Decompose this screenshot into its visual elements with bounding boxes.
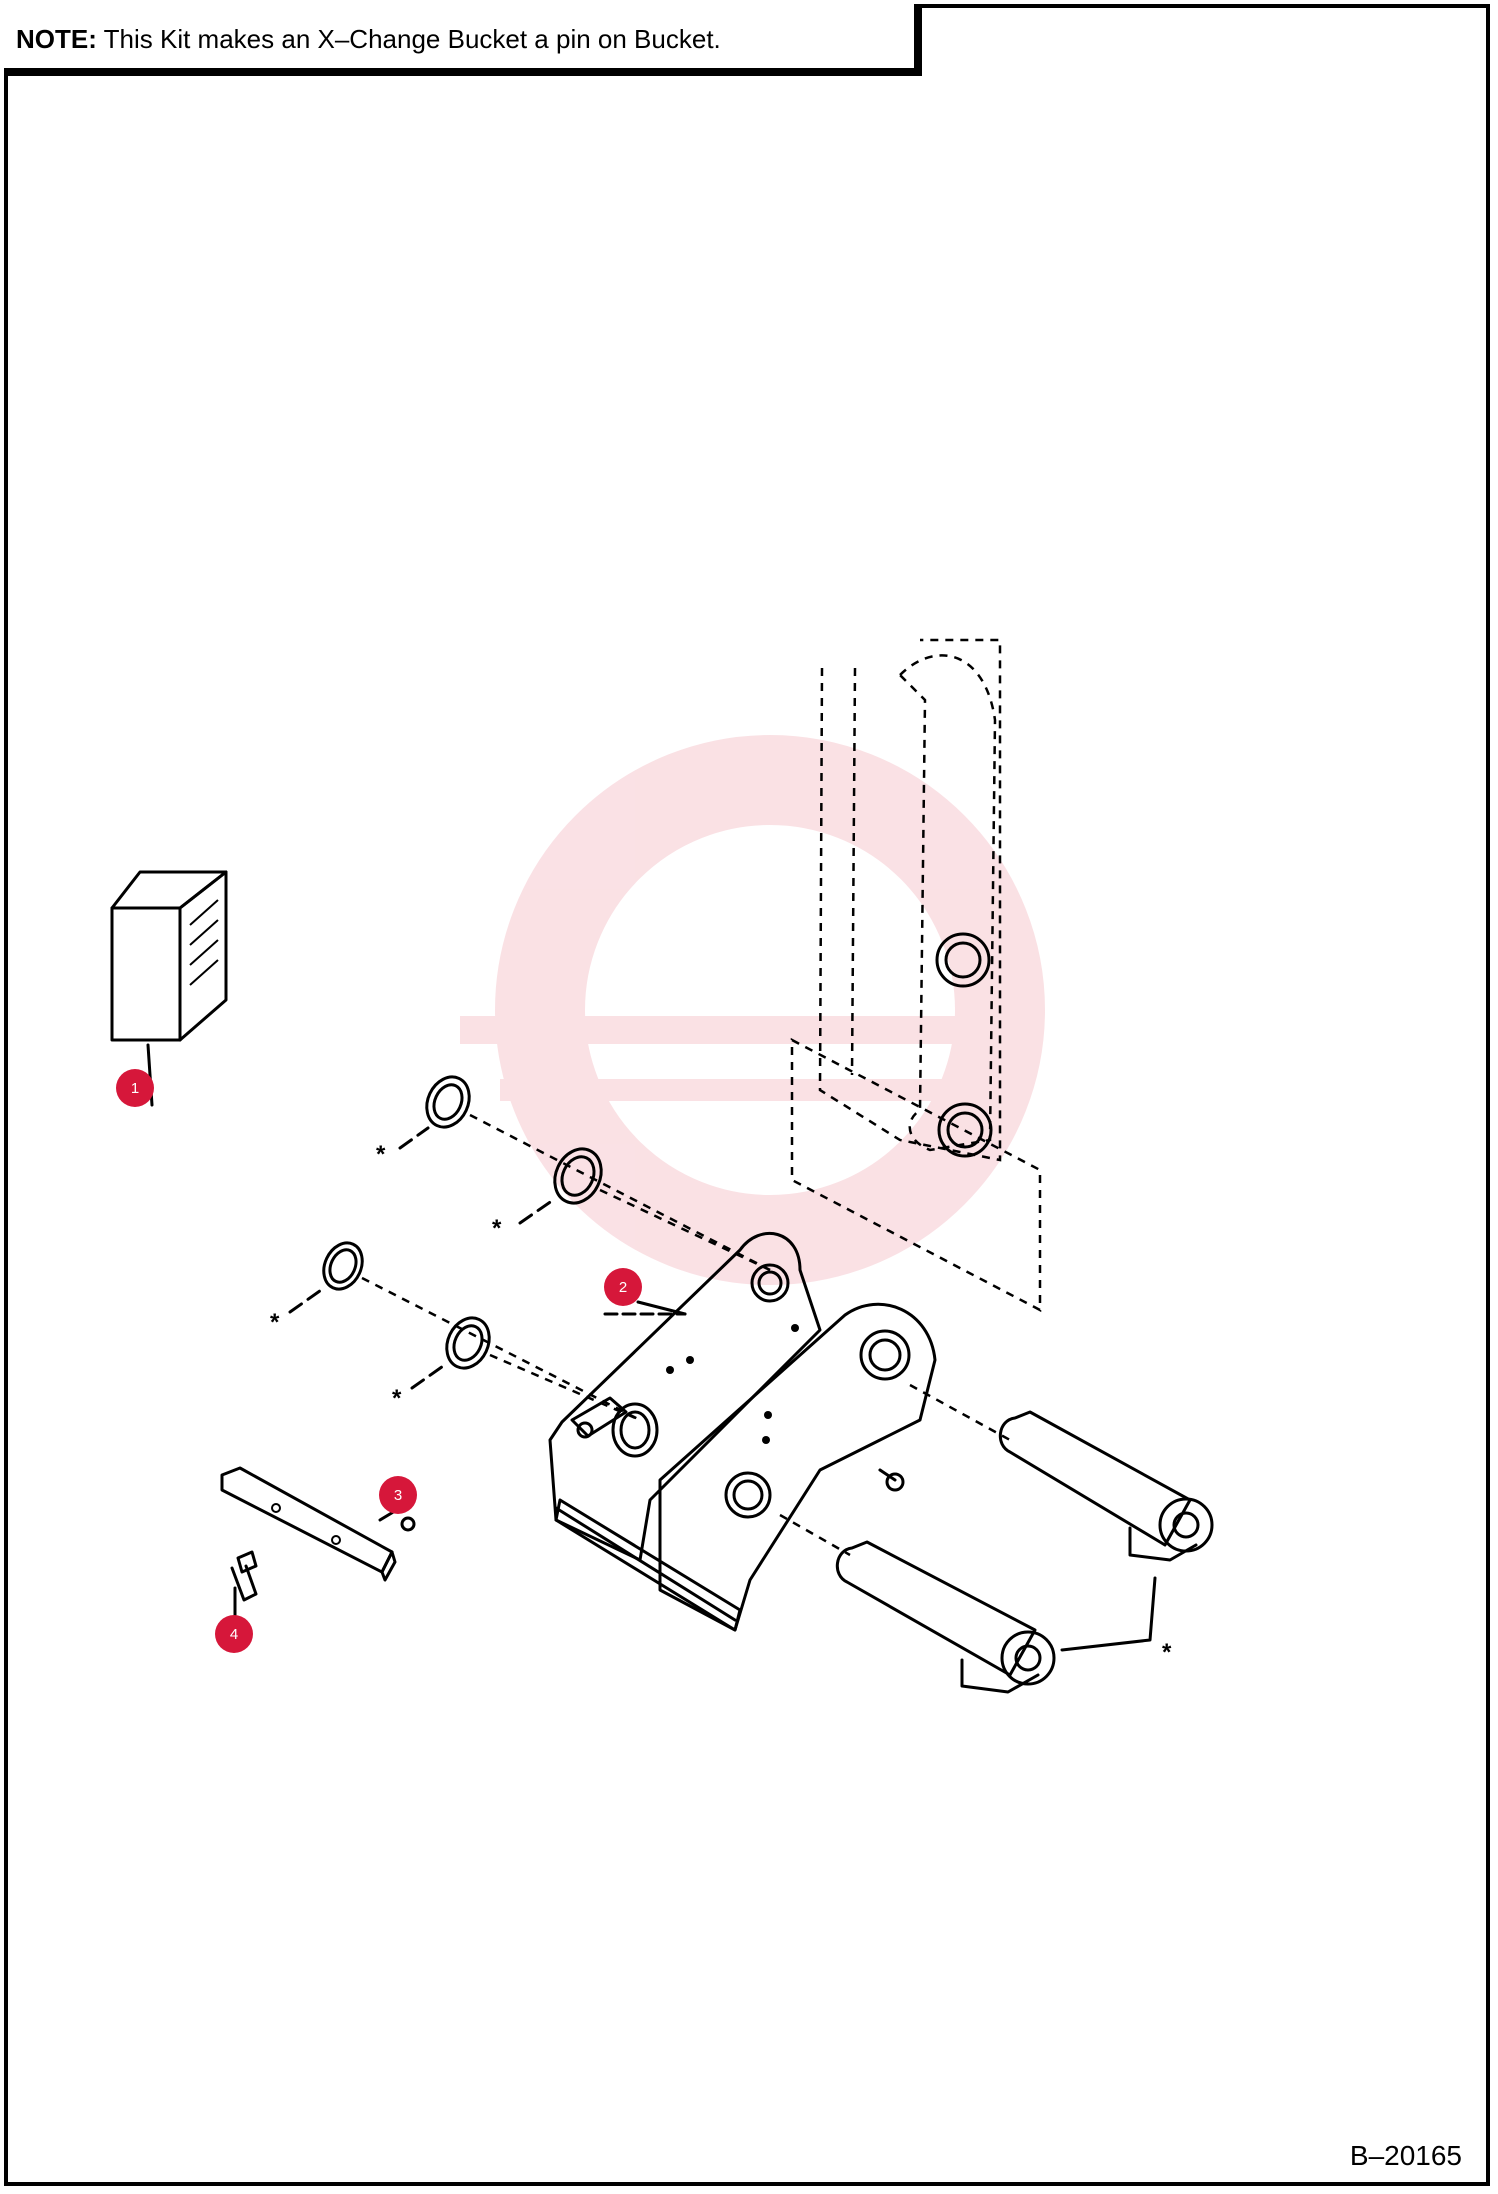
note-box: NOTE: This Kit makes an X–Change Bucket … xyxy=(4,4,918,72)
shim-rings xyxy=(288,1075,771,1422)
kit-box-icon xyxy=(110,870,228,1107)
callout-2[interactable]: 2 xyxy=(604,1268,642,1306)
pivot-pins xyxy=(779,1383,1214,1694)
callout-3[interactable]: 3 xyxy=(379,1476,417,1514)
asterisk: * xyxy=(1162,1639,1172,1666)
callout-leader xyxy=(636,1300,687,1316)
callout-1-label: 1 xyxy=(131,1080,139,1097)
note-text: NOTE: This Kit makes an X–Change Bucket … xyxy=(16,24,721,55)
note-label: NOTE: xyxy=(16,24,97,54)
callout-2-label: 2 xyxy=(619,1279,627,1296)
dipper-arm-outline xyxy=(790,638,1042,1313)
bolt-icon xyxy=(230,1550,258,1617)
asterisk: * xyxy=(492,1215,502,1242)
asterisk: * xyxy=(392,1385,402,1412)
callout-1[interactable]: 1 xyxy=(116,1069,154,1107)
document-number: B–20165 xyxy=(1349,2140,1462,2171)
asterisk: * xyxy=(376,1141,386,1168)
callout-4[interactable]: 4 xyxy=(215,1615,253,1653)
asterisk-markers: * * * * * xyxy=(270,1141,1172,1666)
callout-3-label: 3 xyxy=(394,1487,402,1504)
coupler-bracket xyxy=(548,1232,937,1632)
watermark-gear-icon xyxy=(460,735,1045,1285)
note-body: This Kit makes an X–Change Bucket a pin … xyxy=(96,24,721,54)
asterisk: * xyxy=(270,1309,280,1336)
callout-4-label: 4 xyxy=(230,1626,238,1643)
